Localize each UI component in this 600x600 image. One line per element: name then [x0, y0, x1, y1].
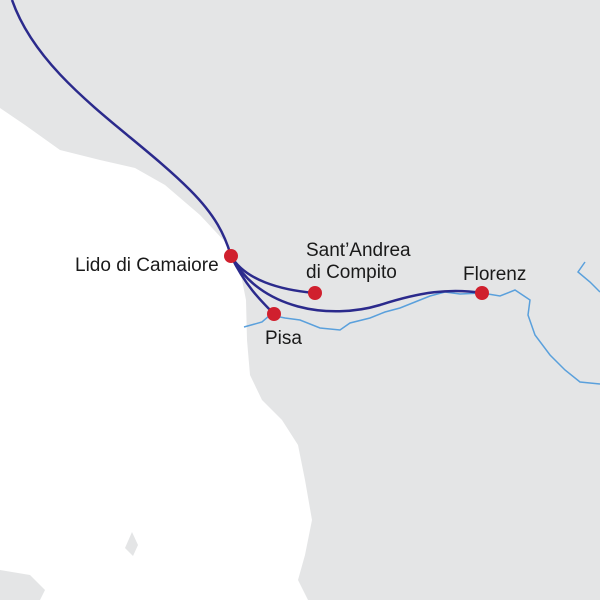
label-florenz: Florenz — [463, 264, 527, 285]
route-main — [10, 0, 233, 257]
sea — [0, 108, 312, 600]
label-santandrea-line1: Sant’Andrea — [306, 240, 411, 261]
label-pisa: Pisa — [265, 328, 302, 349]
city-marker-florenz[interactable] — [475, 286, 489, 300]
label-santandrea-line2: di Compito — [306, 262, 397, 283]
island — [125, 532, 138, 556]
label-santandrea: Sant’Andrea di Compito — [306, 240, 411, 284]
city-marker-lido[interactable] — [224, 249, 238, 263]
river-small — [576, 261, 600, 293]
route-florenz — [229, 255, 483, 313]
city-marker-santandrea[interactable] — [308, 286, 322, 300]
label-lido-di-camaiore: Lido di Camaiore — [75, 255, 219, 276]
city-marker-pisa[interactable] — [267, 307, 281, 321]
island — [0, 570, 45, 600]
river-arno — [243, 289, 600, 385]
